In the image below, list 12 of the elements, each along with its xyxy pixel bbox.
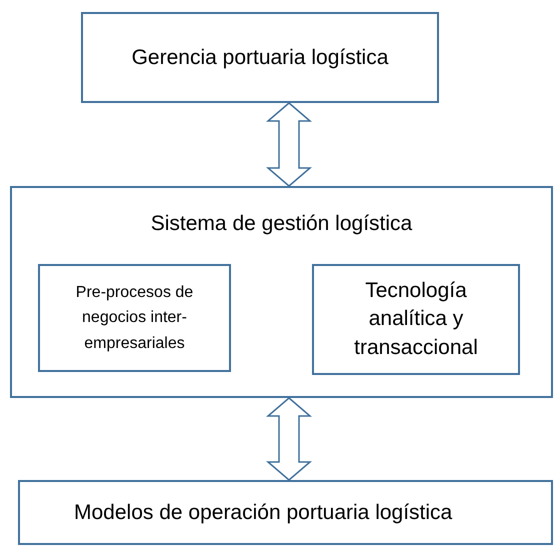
process-box	[38, 264, 231, 372]
process-box	[312, 264, 520, 375]
process-box	[10, 186, 553, 398]
box-label: Sistema de gestión logística	[150, 211, 414, 237]
process-box	[18, 480, 553, 545]
box-label: Pre-procesos de negocios inter-empresariales	[74, 282, 194, 354]
double-arrow	[266, 102, 312, 187]
box-label: Modelos de operación portuaria logística	[74, 500, 452, 526]
box-label: Gerencia portuaria logística	[132, 44, 388, 71]
double-arrow	[266, 397, 312, 481]
box-label: Tecnología analítica y transaccional	[353, 278, 479, 361]
process-box	[81, 12, 439, 103]
